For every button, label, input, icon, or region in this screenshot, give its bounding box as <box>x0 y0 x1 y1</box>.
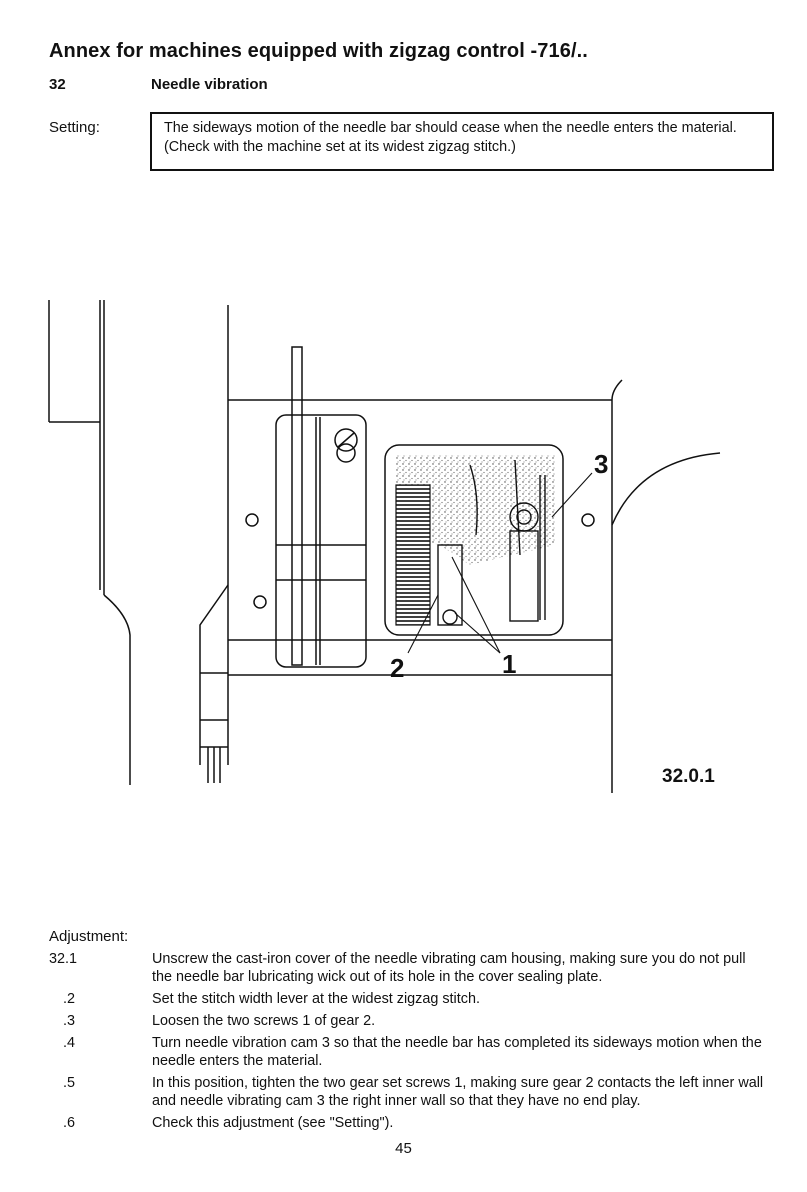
step-number: .4 <box>63 1035 76 1051</box>
adjustment-label: Adjustment: <box>49 928 129 945</box>
step-text: Loosen the two screws 1 of gear 2. <box>152 1013 376 1029</box>
adjustment-steps: 32.1 Unscrew the cast-iron cover of the … <box>0 950 807 1136</box>
step-item: .3 Loosen the two screws 1 of gear 2. <box>0 1012 807 1030</box>
callout-2: 2 <box>390 653 404 683</box>
step-item: .2 Set the stitch width lever at the wid… <box>0 990 807 1008</box>
step-number: .2 <box>63 991 76 1007</box>
step-number: 32.1 <box>49 951 78 967</box>
setting-text: The sideways motion of the needle bar sh… <box>164 120 737 155</box>
step-text: Unscrew the cast-iron cover of the needl… <box>152 951 746 985</box>
step-item: .6 Check this adjustment (see "Setting")… <box>0 1114 807 1132</box>
step-item: .5 In this position, tighten the two gea… <box>0 1074 807 1110</box>
step-item: 32.1 Unscrew the cast-iron cover of the … <box>0 950 807 986</box>
section-title: Needle vibration <box>151 76 268 93</box>
step-text: Check this adjustment (see "Setting"). <box>152 1115 394 1131</box>
figure-number: 32.0.1 <box>662 766 715 787</box>
step-number: .5 <box>63 1075 76 1091</box>
step-number: .3 <box>63 1013 76 1029</box>
step-item: .4 Turn needle vibration cam 3 so that t… <box>0 1034 807 1070</box>
setting-label: Setting: <box>49 119 100 136</box>
setting-box: The sideways motion of the needle bar sh… <box>150 112 774 171</box>
machine-drawing: 3 2 1 <box>48 300 721 793</box>
page-number: 45 <box>395 1140 412 1157</box>
section-number: 32 <box>49 76 66 93</box>
callout-3: 3 <box>594 449 608 479</box>
step-number: .6 <box>63 1115 76 1131</box>
technical-illustration: 3 2 1 <box>0 295 807 800</box>
step-text: Set the stitch width lever at the widest… <box>152 991 480 1007</box>
callout-1: 1 <box>502 649 516 679</box>
page-title: Annex for machines equipped with zigzag … <box>49 40 588 62</box>
step-text: Turn needle vibration cam 3 so that the … <box>152 1035 762 1069</box>
step-text: In this position, tighten the two gear s… <box>152 1075 764 1109</box>
